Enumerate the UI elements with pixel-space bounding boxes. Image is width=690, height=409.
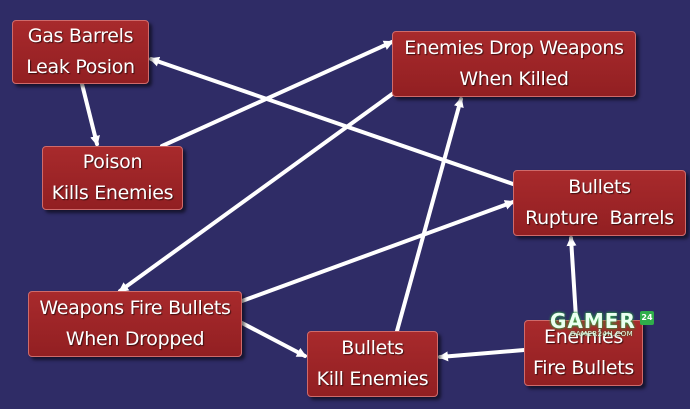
node-weapons-fire-bullets: Weapons Fire Bullets When Dropped <box>28 291 242 357</box>
watermark-main-text: GAMER <box>550 309 636 333</box>
node-bullets-rupture-barrels: Bullets Rupture Barrels <box>513 170 686 236</box>
node-gas-barrels: Gas Barrels Leak Posion <box>12 20 149 84</box>
node-enemies-drop-weapons: Enemies Drop Weapons When Killed <box>392 31 636 97</box>
node-bullets-kill-enemies-line2: Kill Enemies <box>316 368 429 390</box>
node-enemies-fire-bullets-line1: Enemies <box>543 326 623 348</box>
node-poison-line1: Poison <box>82 151 143 173</box>
edge-poison-to-drop <box>160 40 394 148</box>
edge-rupture-to-gas <box>149 56 515 186</box>
node-bullets-kill-enemies: Bullets Kill Enemies <box>307 331 438 397</box>
edge-weapons-to-rupture <box>240 200 515 303</box>
watermark-badge: 24 <box>640 311 654 325</box>
node-weapons-fire-bullets-line2: When Dropped <box>65 328 205 350</box>
node-poison: Poison Kills Enemies <box>42 146 183 210</box>
node-bullets-rupture-barrels-line2: Rupture Barrels <box>525 207 674 229</box>
edge-drop-to-weapons <box>118 90 397 293</box>
node-enemies-drop-weapons-line2: When Killed <box>459 68 569 90</box>
node-enemies-drop-weapons-line1: Enemies Drop Weapons <box>404 37 624 59</box>
node-enemies-fire-bullets-line2: Fire Bullets <box>532 357 635 379</box>
edge-gas-to-poison <box>80 82 100 146</box>
watermark-logo: GAMER 24 GAMER24H.COM <box>548 309 658 341</box>
watermark-sub-text: GAMER24H.COM <box>570 330 634 338</box>
node-enemies-fire-bullets: Enemies Fire Bullets <box>524 320 643 386</box>
node-weapons-fire-bullets-line1: Weapons Fire Bullets <box>39 297 231 319</box>
edge-efb-to-rupture <box>566 236 578 320</box>
edge-efb-to-bullets <box>438 348 526 362</box>
node-bullets-rupture-barrels-line1: Bullets <box>568 176 631 198</box>
edge-bullets-to-drop <box>395 97 464 333</box>
node-gas-barrels-line2: Leak Posion <box>26 56 135 78</box>
node-poison-line2: Kills Enemies <box>51 182 174 204</box>
node-gas-barrels-line1: Gas Barrels <box>27 25 134 47</box>
node-bullets-kill-enemies-line1: Bullets <box>341 337 404 359</box>
edge-weapons-to-bullets <box>240 321 307 358</box>
edges-layer <box>80 40 578 362</box>
